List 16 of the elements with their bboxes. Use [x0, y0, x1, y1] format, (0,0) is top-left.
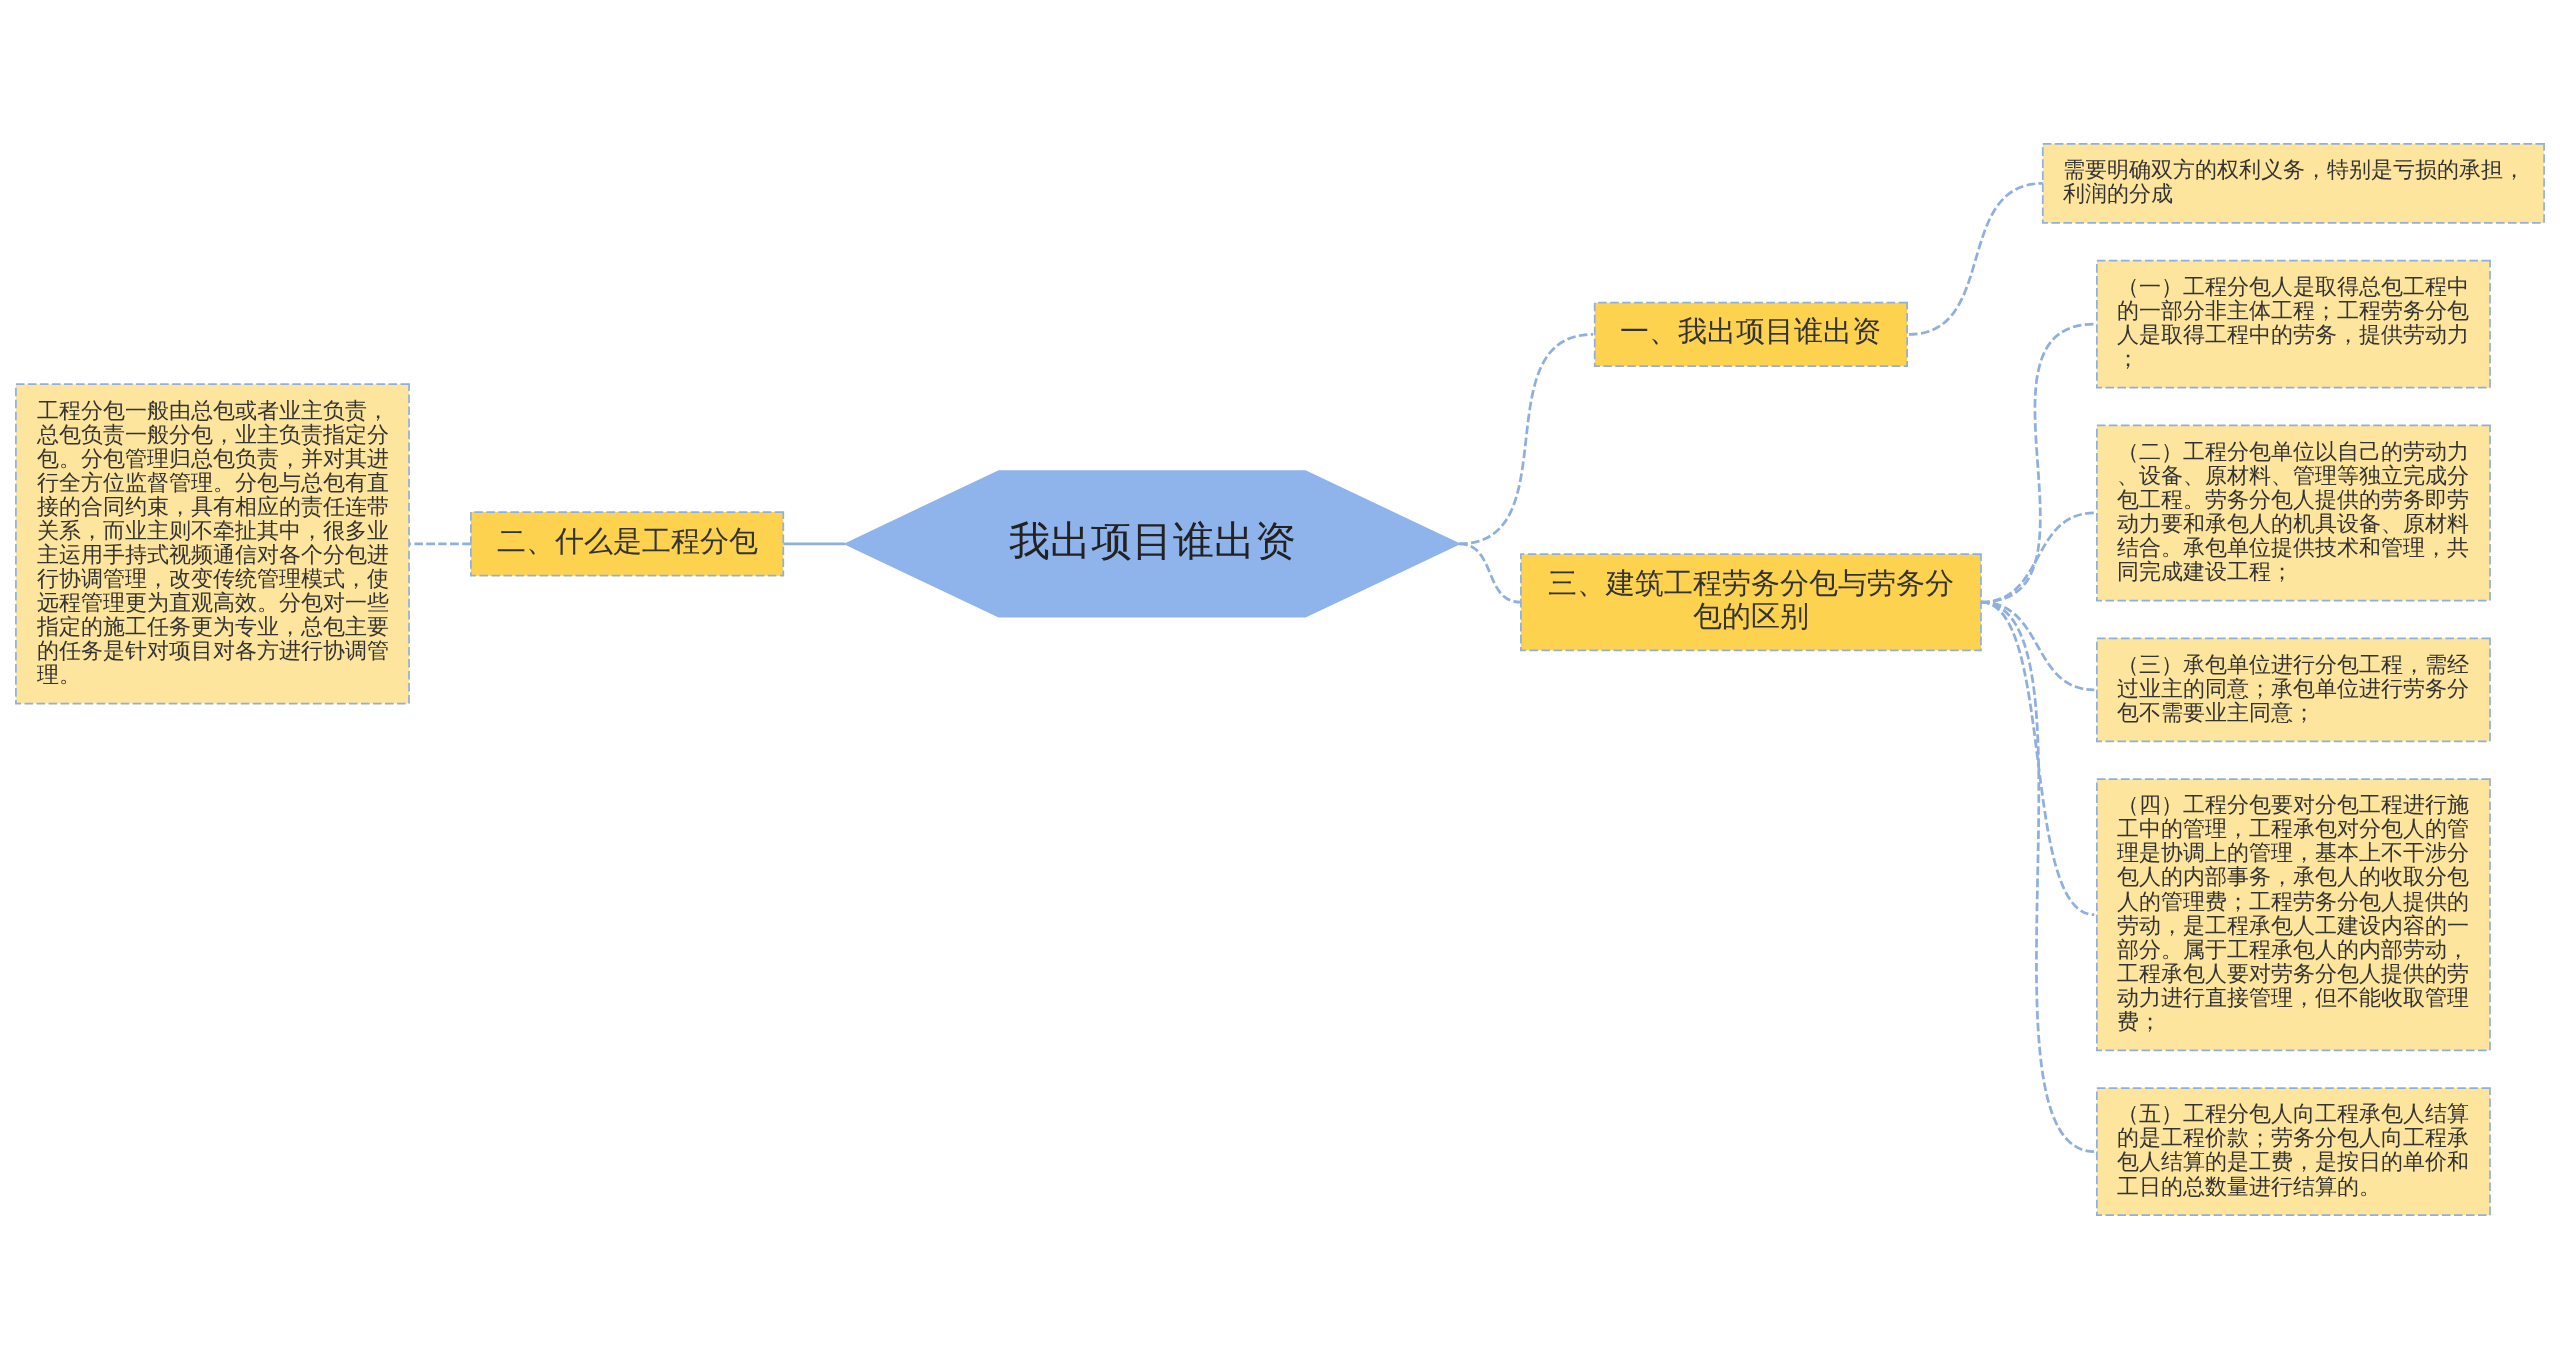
- connector: [1980, 600, 2095, 1153]
- connector: [1458, 542, 1522, 604]
- connector: [1458, 332, 1594, 545]
- node-box: （二）工程分包单位以自己的劳动力、设备、原材料、管理等独立完成分包工程。劳务分包人提供的劳务即劳动力要和承包人的机具设备、原材料结合。承包单位提供技术和管理，共同完成建设工程；: [2096, 424, 2491, 601]
- node-box: （五）工程分包人向工程承包人结算的是工程价款；劳务分包人向工程承包人结算的是工费，是按日的单价和工日的总数量进行结算的。: [2096, 1086, 2491, 1216]
- node-box: （一）工程分包人是取得总包工程中的一部分非主体工程；工程劳务分包人是取得工程中的劳务，提供劳动力；: [2096, 259, 2491, 388]
- node-box: （三）承包单位进行分包工程，需经过业主的同意；承包单位进行劳务分包不需要业主同意；: [2096, 636, 2491, 742]
- connector: [1908, 181, 2043, 336]
- node-box: 三、建筑工程劳务分包与劳务分包的区别: [1520, 552, 1982, 651]
- node-box: 工程分包一般由总包或者业主负责，总包负责一般分包，业主负责指定分包。分包管理归总包负责，并对其进行全方位监督管理。分包与总包有直接的合同约束，具有相应的责任连带关系，而业主则不牵扯其中，很多业主运用手持式视频通信对各个分包进行协调管理，改变传统管理模式，使远程管理更为直观高效。分包对一些指定的施工任务更为专业，总包主要的任务是针对项目对各方进行协调管理。: [15, 382, 410, 704]
- node-box: 需要明确双方的权利义务，特别是亏损的承担，利润的分成: [2041, 142, 2545, 224]
- connector: [783, 542, 846, 545]
- node-box: 一、我出项目谁出资: [1593, 301, 1908, 367]
- node-box: 二、什么是工程分包: [470, 510, 785, 576]
- connector: [409, 542, 471, 545]
- node-box: （四）工程分包要对分包工程进行施工中的管理，工程承包对分包人的管理是协调上的管理，基本上不干涉分包人的内部事务，承包人的收取分包人的管理费；工程劳务分包人提供的劳动，是工程承包人工建设内容的一部分。属于工程承包人的内部劳动，工程承包人要对劳务分包人提供的劳动力进行直接管理，但不能收取管理费；: [2096, 777, 2491, 1051]
